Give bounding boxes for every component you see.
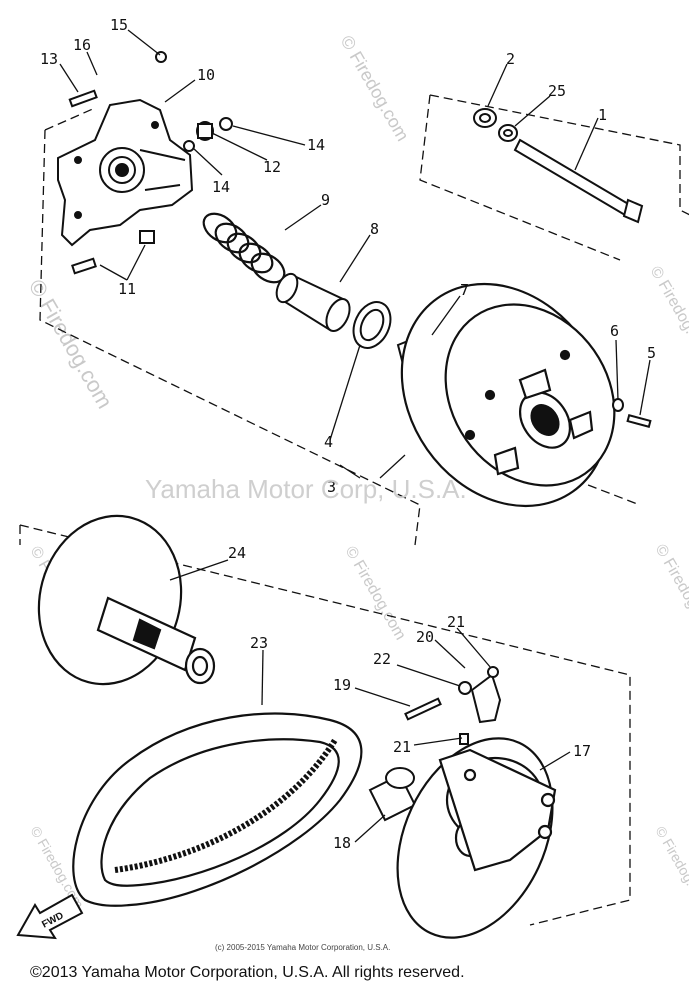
- callout-8: 8: [370, 220, 379, 238]
- leader-lines: [59, 29, 651, 843]
- callout-16: 16: [73, 36, 91, 54]
- callout-21-upper: 21: [447, 613, 465, 631]
- watermark-lower-mid: © Firedog.com: [342, 544, 409, 644]
- spring: [202, 212, 286, 284]
- sleeve: [275, 272, 351, 332]
- lower-group-boundary: [19, 524, 631, 926]
- watermark-left: © Firedog.com: [24, 275, 118, 413]
- callout-11: 11: [118, 280, 136, 298]
- callout-15: 15: [110, 16, 128, 34]
- screw-and-washer: [612, 398, 652, 428]
- callout-22: 18: [333, 834, 351, 852]
- callout-20: 19: [333, 676, 351, 694]
- spider-bracket: [57, 98, 194, 247]
- footer-copyright: ©2013 Yamaha Motor Corporation, U.S.A. A…: [30, 964, 465, 981]
- callout-3: 3: [327, 478, 336, 496]
- watermark-bottom-right: © Firedog.com: [652, 824, 689, 912]
- callout-17: 17: [573, 742, 591, 760]
- watermark-lower-right: © Firedog.com: [652, 542, 689, 642]
- callout-24: 23: [250, 634, 268, 652]
- secondary-bushing: [368, 767, 417, 822]
- callout-7: 7: [460, 281, 469, 299]
- upper-group-boundary: [39, 94, 689, 546]
- callout-14-upper: 14: [307, 136, 325, 154]
- fwd-arrow: FWD: [16, 893, 84, 940]
- center-bolt: [473, 108, 644, 224]
- callout-23: 24: [228, 544, 246, 562]
- bearing: [352, 301, 392, 349]
- secondary-sheave: [37, 514, 216, 686]
- callout-numbers: 15 16 13 10 14 12 14 11 9 8 7 4 3 2 25 1…: [40, 16, 656, 852]
- fixed-sheave: [396, 737, 557, 939]
- callout-13: 13: [40, 50, 58, 68]
- watermark-top: © Firedog.com: [337, 32, 413, 144]
- callout-25: 25: [548, 82, 566, 100]
- callout-19: 21: [393, 738, 411, 756]
- callout-10: 10: [197, 66, 215, 84]
- callout-14-lower: 14: [212, 178, 230, 196]
- watermark-center: Yamaha Motor Corp, U.S.A.: [145, 474, 467, 504]
- bolt-parts: [68, 51, 233, 275]
- callout-12: 12: [263, 158, 281, 176]
- callout-4: 4: [324, 433, 333, 451]
- inner-copyright: (c) 2005-2015 Yamaha Motor Corporation, …: [215, 943, 391, 952]
- callout-18: 20: [416, 628, 434, 646]
- callout-1: 1: [598, 106, 607, 124]
- callout-9: 9: [321, 191, 330, 209]
- drive-belt: [72, 712, 363, 907]
- callout-6: 6: [610, 322, 619, 340]
- primary-sheave: [400, 282, 616, 508]
- callout-21-lower: 22: [373, 650, 391, 668]
- collar: [196, 121, 214, 141]
- callout-5: 5: [647, 344, 656, 362]
- callout-2: 2: [506, 50, 515, 68]
- slider-parts: [404, 666, 502, 745]
